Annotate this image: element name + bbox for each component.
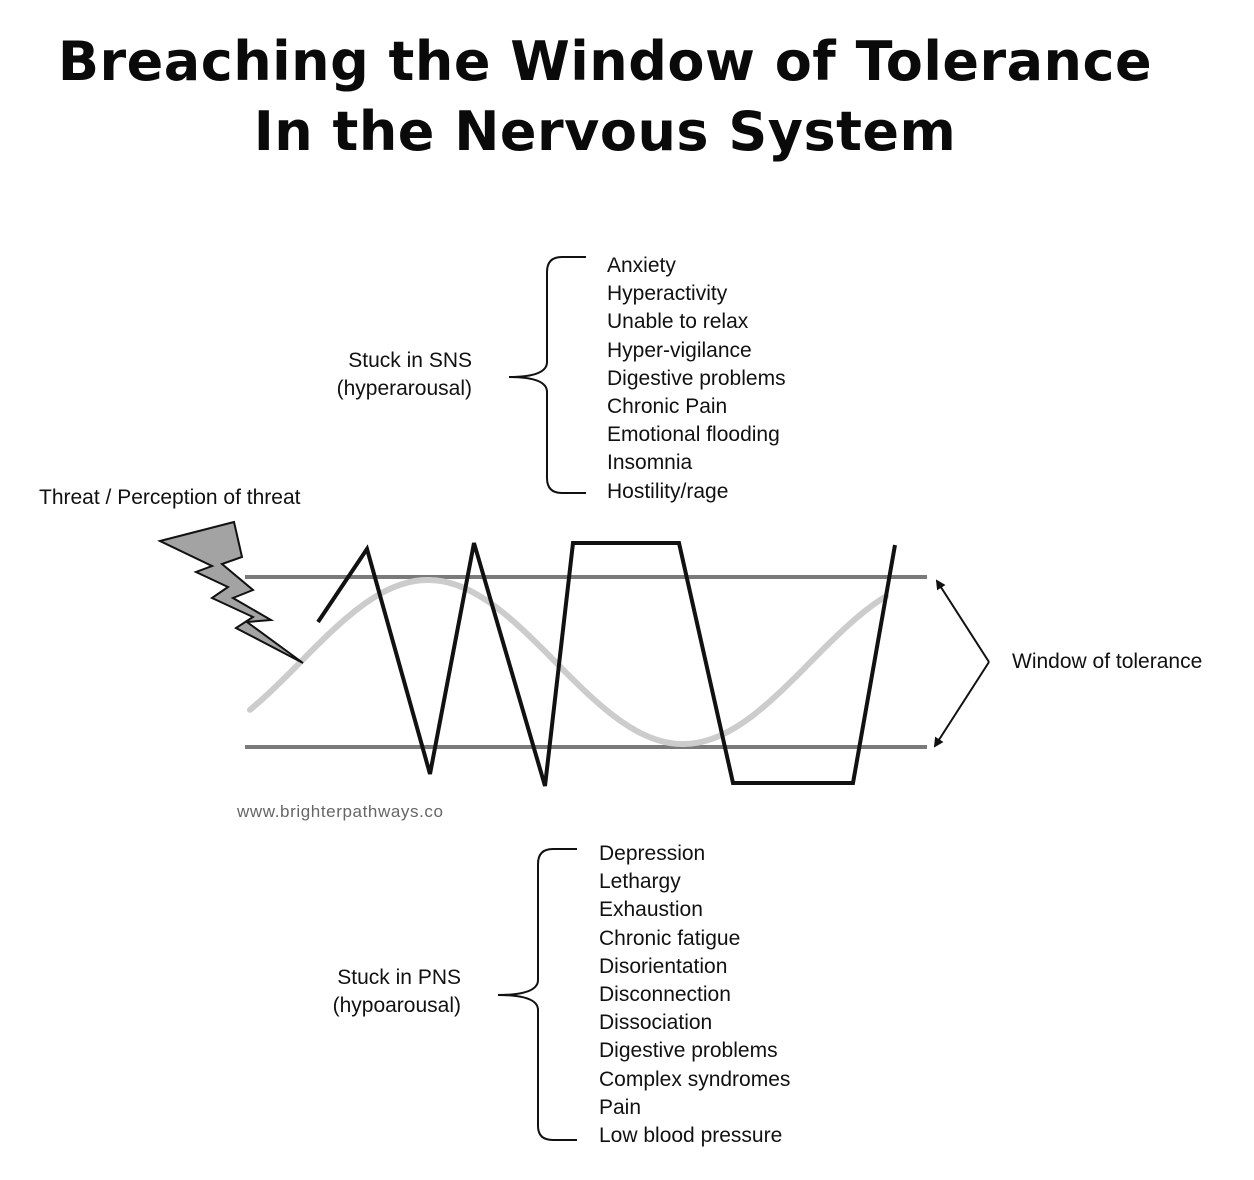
pns-symptom-item: Digestive problems (599, 1039, 778, 1063)
pns-symptom-item: Dissociation (599, 1011, 713, 1035)
pns-brace (497, 848, 577, 1141)
sns-brace (508, 256, 586, 494)
pns-label-line-2: (hypoarousal) (332, 994, 461, 1017)
sns-label-line-1: Stuck in SNS (348, 349, 472, 372)
sns-symptom-item: Emotional flooding (607, 423, 780, 447)
pns-symptom-item: Low blood pressure (599, 1124, 783, 1148)
sns-label: Stuck in SNS (hyperarousal) (337, 347, 472, 403)
pns-symptom-item: Disorientation (599, 954, 728, 978)
sns-label-line-2: (hyperarousal) (336, 377, 472, 400)
pns-symptom-item: Lethargy (599, 870, 681, 894)
threat-label: Threat / Perception of threat (39, 486, 301, 509)
dysregulated-response-line (316, 541, 897, 787)
sns-symptom-item: Insomnia (607, 451, 693, 475)
sns-symptom-item: Digestive problems (607, 366, 786, 390)
pns-label: Stuck in PNS (hypoarousal) (333, 964, 461, 1020)
sns-symptom-item: Unable to relax (607, 310, 749, 334)
sns-symptom-item: Anxiety (607, 254, 676, 277)
pns-symptom-item: Complex syndromes (599, 1067, 791, 1091)
pns-symptom-item: Depression (599, 842, 706, 865)
source-url: www.brighterpathways.co (237, 802, 444, 821)
window-of-tolerance-label: Window of tolerance (1012, 650, 1203, 673)
title-line-1: Breaching the Window of Tolerance (57, 30, 1153, 93)
title-line-2: In the Nervous System (253, 100, 957, 163)
sns-symptom-item: Hostility/rage (607, 479, 729, 503)
sns-symptom-item: Chronic Pain (607, 395, 728, 419)
pns-symptom-item: Pain (599, 1095, 642, 1119)
window-arrow-down (933, 661, 990, 748)
sns-symptom-item: Hyper-vigilance (607, 338, 752, 362)
sns-symptom-item: Hyperactivity (607, 282, 728, 306)
lightning-bolt-icon (157, 520, 304, 664)
regulated-wave (247, 577, 889, 747)
pns-symptom-item: Exhaustion (599, 898, 703, 922)
pns-symptom-item: Chronic fatigue (599, 926, 741, 950)
window-arrow-up (935, 579, 990, 663)
pns-label-line-1: Stuck in PNS (337, 966, 461, 989)
pns-symptom-item: Disconnection (599, 983, 731, 1007)
